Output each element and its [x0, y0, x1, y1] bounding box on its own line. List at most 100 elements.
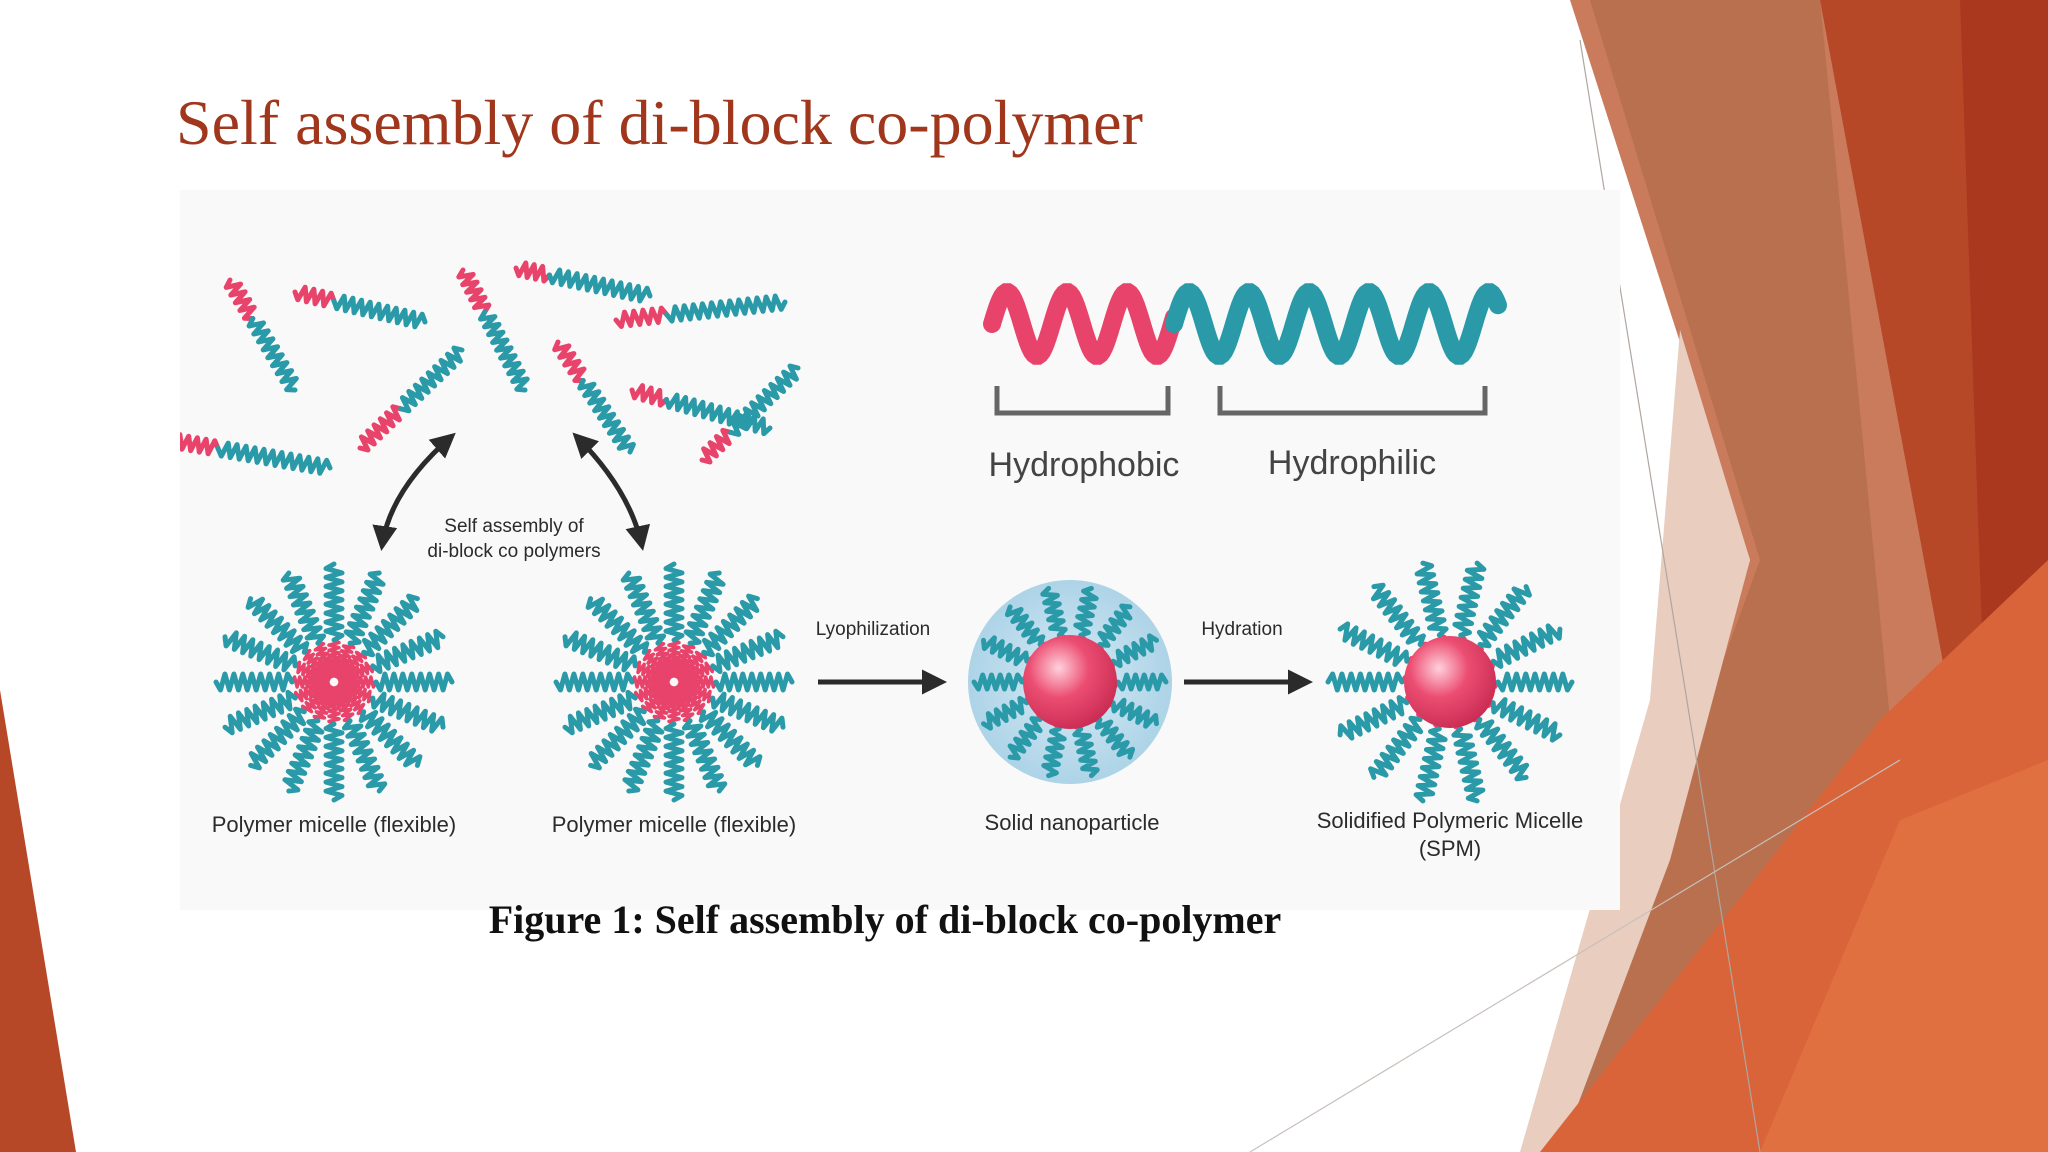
micelle-corona-chain	[710, 691, 786, 734]
assembly-label-line2: di-block co polymers	[427, 541, 600, 562]
micelle-corona-chain	[1094, 717, 1136, 760]
micelle-corona-chain	[282, 718, 325, 794]
micelle-corona-chain	[1325, 671, 1405, 693]
micelle-corona-chain	[698, 709, 763, 768]
hydrophilic-segment	[577, 378, 636, 455]
hydrophobic-segment	[552, 339, 587, 383]
hydrophilic-segment	[331, 293, 428, 330]
thin-line-2	[1249, 759, 1901, 1152]
micelle-corona-chain	[1490, 623, 1563, 669]
micelle-corona-chain	[361, 593, 420, 658]
micelle-corona-chain	[280, 570, 327, 646]
process-arrows: Lyophilization Hydration	[816, 619, 1313, 695]
micelle-corona-chain	[1368, 715, 1424, 780]
micelle-corona-chain	[245, 596, 310, 655]
micelle-corona-chain	[1413, 726, 1448, 804]
polymer-micelle-1	[213, 561, 455, 803]
diagram-figure: Hydrophobic Hydrophilic Self assembly of…	[180, 190, 1620, 910]
micelle-corona-chain	[1115, 672, 1169, 692]
micelle-corona-chain	[343, 570, 386, 646]
hydrophobic-segment	[357, 404, 404, 453]
micelle-corona-chain	[713, 671, 795, 693]
micelle-corona-chain	[981, 635, 1030, 667]
polymer-schematic: Hydrophobic Hydrophilic	[983, 283, 1507, 484]
micelle-corona-chain	[971, 672, 1025, 692]
micelle-corona-chain	[1004, 604, 1046, 647]
spm-core	[1404, 636, 1496, 728]
right-band-pale	[1520, 330, 1750, 1152]
micelle-corona-chain	[1474, 717, 1530, 782]
micelle-corona-chain	[701, 593, 760, 658]
micelle-corona-chain	[1452, 560, 1487, 638]
hydrophilic-block	[1165, 283, 1507, 365]
hydrophobic-segment	[456, 267, 492, 315]
micelle-corona-chain	[370, 691, 446, 734]
micelle-corona-chain	[1072, 726, 1100, 779]
hydrophobic-segment	[613, 305, 670, 329]
micelle-corona-chain	[1451, 726, 1486, 804]
micelle-corona-chain	[622, 718, 665, 794]
micelle-corona-chain	[588, 706, 647, 771]
micelle-corona-chain	[248, 706, 307, 771]
self-assembly-arrows: Self assembly of di-block co polymers	[372, 432, 651, 562]
micelle-corona-chain	[1097, 603, 1133, 648]
left-band	[0, 690, 76, 1152]
micelle-corona-chain	[323, 721, 345, 803]
hydrophobic-block	[983, 283, 1183, 365]
micelle-corona-chain	[213, 671, 295, 693]
hydrophobic-segment	[513, 260, 552, 284]
micelle-core-chain	[677, 661, 715, 686]
micelle-corona-chain	[1040, 585, 1068, 638]
hydrophilic-segment	[478, 309, 530, 393]
micelle-corona-chain	[1073, 585, 1099, 638]
hydrophilic-segment	[398, 345, 465, 414]
right-band-mid	[1540, 0, 1890, 1152]
micelle-corona-chain	[222, 689, 298, 736]
hydrophilic-segment	[728, 363, 801, 437]
micelle-corona-chain	[358, 709, 423, 768]
solidified-polymeric-micelle	[1325, 560, 1575, 804]
right-band-bright	[1760, 760, 2048, 1152]
hydrophobic-segment	[180, 432, 221, 457]
micelle-corona-chain	[1337, 621, 1410, 667]
hydrophobic-segment	[223, 277, 257, 321]
micelle-corona-chain	[1490, 697, 1563, 743]
micelle-corona-chain	[341, 718, 388, 794]
micelle-corona-chain	[1414, 560, 1449, 638]
spm-label-line1: Solidified Polymeric Micelle	[1317, 808, 1584, 833]
micelle-corona-chain	[1110, 697, 1159, 729]
micelle-corona-chain	[370, 628, 446, 675]
micelle-corona-chain	[710, 628, 786, 675]
micelle-corona-chain	[1337, 695, 1410, 741]
label-hydrophobic: Hydrophobic	[989, 446, 1180, 484]
micelle2-label: Polymer micelle (flexible)	[552, 812, 797, 837]
micelle-corona-chain	[585, 596, 650, 655]
structure-labels: Polymer micelle (flexible) Polymer micel…	[212, 808, 1584, 861]
hydrophilic-segment	[215, 440, 333, 476]
micelle-corona-chain	[683, 570, 726, 646]
solid-nanoparticle	[968, 580, 1172, 784]
micelle-corona-chain	[981, 695, 1030, 731]
micelle-corona-chain	[1370, 582, 1426, 647]
diagram-canvas: Hydrophobic Hydrophilic Self assembly of…	[180, 260, 1584, 861]
micelle-corona-chain	[1495, 671, 1575, 693]
micelle-corona-chain	[323, 561, 345, 643]
hydrophobic-segment	[629, 383, 669, 408]
micelle-corona-chain	[663, 561, 685, 643]
figure-caption: Figure 1: Self assembly of di-block co-p…	[488, 897, 1282, 942]
label-hydration: Hydration	[1201, 619, 1282, 640]
micelle-corona-chain	[562, 630, 638, 673]
free-polymers	[180, 260, 801, 476]
spm-label-line2: (SPM)	[1419, 836, 1481, 861]
micelle-corona-chain	[663, 721, 685, 803]
micelle-corona-chain	[1007, 716, 1043, 761]
micelle-corona-chain	[222, 630, 298, 673]
micelle-corona-chain	[681, 718, 728, 794]
assembly-label-line1: Self assembly of	[444, 516, 584, 537]
micelle-corona-chain	[562, 689, 638, 736]
hydrophilic-segment	[547, 267, 653, 304]
hydrophilic-segment	[246, 316, 299, 393]
micelle-corona-chain	[620, 570, 667, 646]
